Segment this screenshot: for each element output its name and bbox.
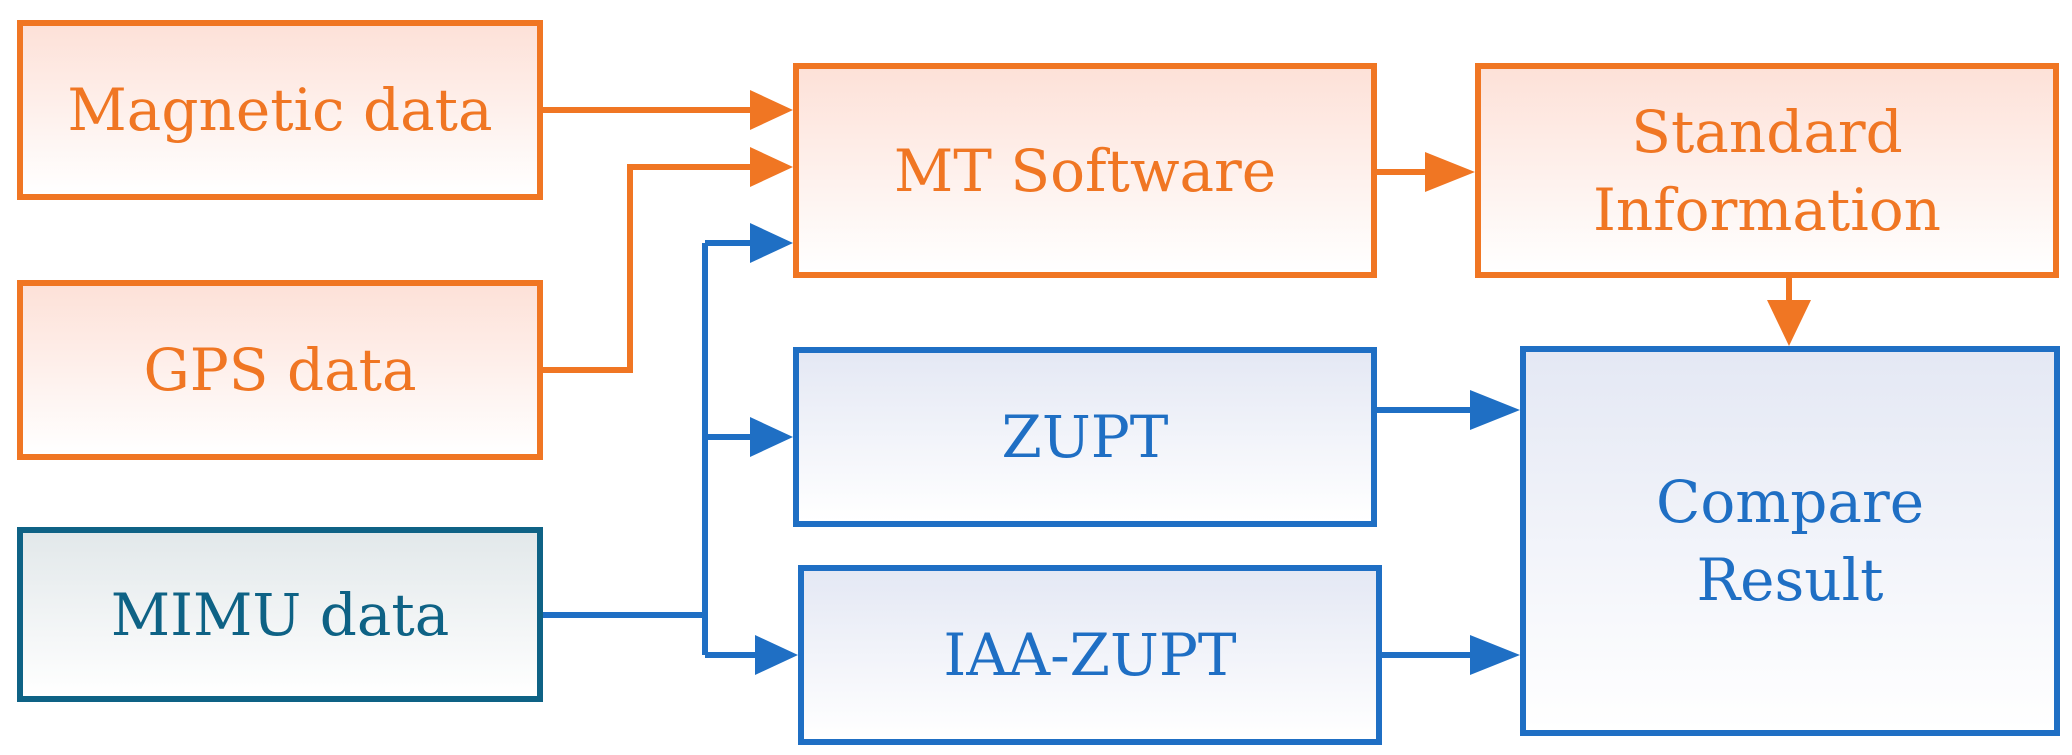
mimu-data-label: MIMU data — [110, 580, 450, 649]
edge-mimu-to-iaa-zupt — [705, 635, 798, 675]
standard-information-box: Standard Information — [1475, 63, 2059, 278]
iaa-zupt-box: IAA-ZUPT — [798, 565, 1382, 745]
edge-mimu-to-mt — [705, 223, 793, 263]
edge-mimu-to-zupt — [705, 417, 793, 457]
edge-iaa-zupt-to-compare — [1382, 635, 1520, 675]
edge-gps-to-mt — [543, 147, 793, 373]
edge-mimu-trunk — [543, 243, 708, 655]
standard-information-line-1: Standard — [1631, 97, 1903, 166]
edge-magnetic-to-mt — [543, 90, 793, 130]
magnetic-data-label: Magnetic data — [67, 76, 493, 144]
gps-data-box: GPS data — [17, 280, 543, 460]
magnetic-data-box: Magnetic data — [17, 20, 543, 200]
edge-mt-to-standard — [1377, 152, 1475, 192]
zupt-label: ZUPT — [1001, 403, 1169, 471]
iaa-zupt-label: IAA-ZUPT — [943, 621, 1237, 689]
edge-standard-to-compare — [1767, 278, 1811, 346]
compare-result-box: Compare Result — [1520, 346, 2060, 736]
mt-software-box: MT Software — [793, 63, 1377, 278]
zupt-box: ZUPT — [793, 347, 1377, 527]
edge-zupt-to-compare — [1377, 390, 1520, 430]
mimu-data-box: MIMU data — [17, 527, 543, 702]
compare-result-line-2: Result — [1696, 546, 1884, 614]
standard-information-line-2: Information — [1592, 175, 1942, 244]
mt-software-label: MT Software — [893, 136, 1277, 205]
gps-data-label: GPS data — [143, 336, 417, 404]
compare-result-line-1: Compare — [1655, 468, 1925, 536]
